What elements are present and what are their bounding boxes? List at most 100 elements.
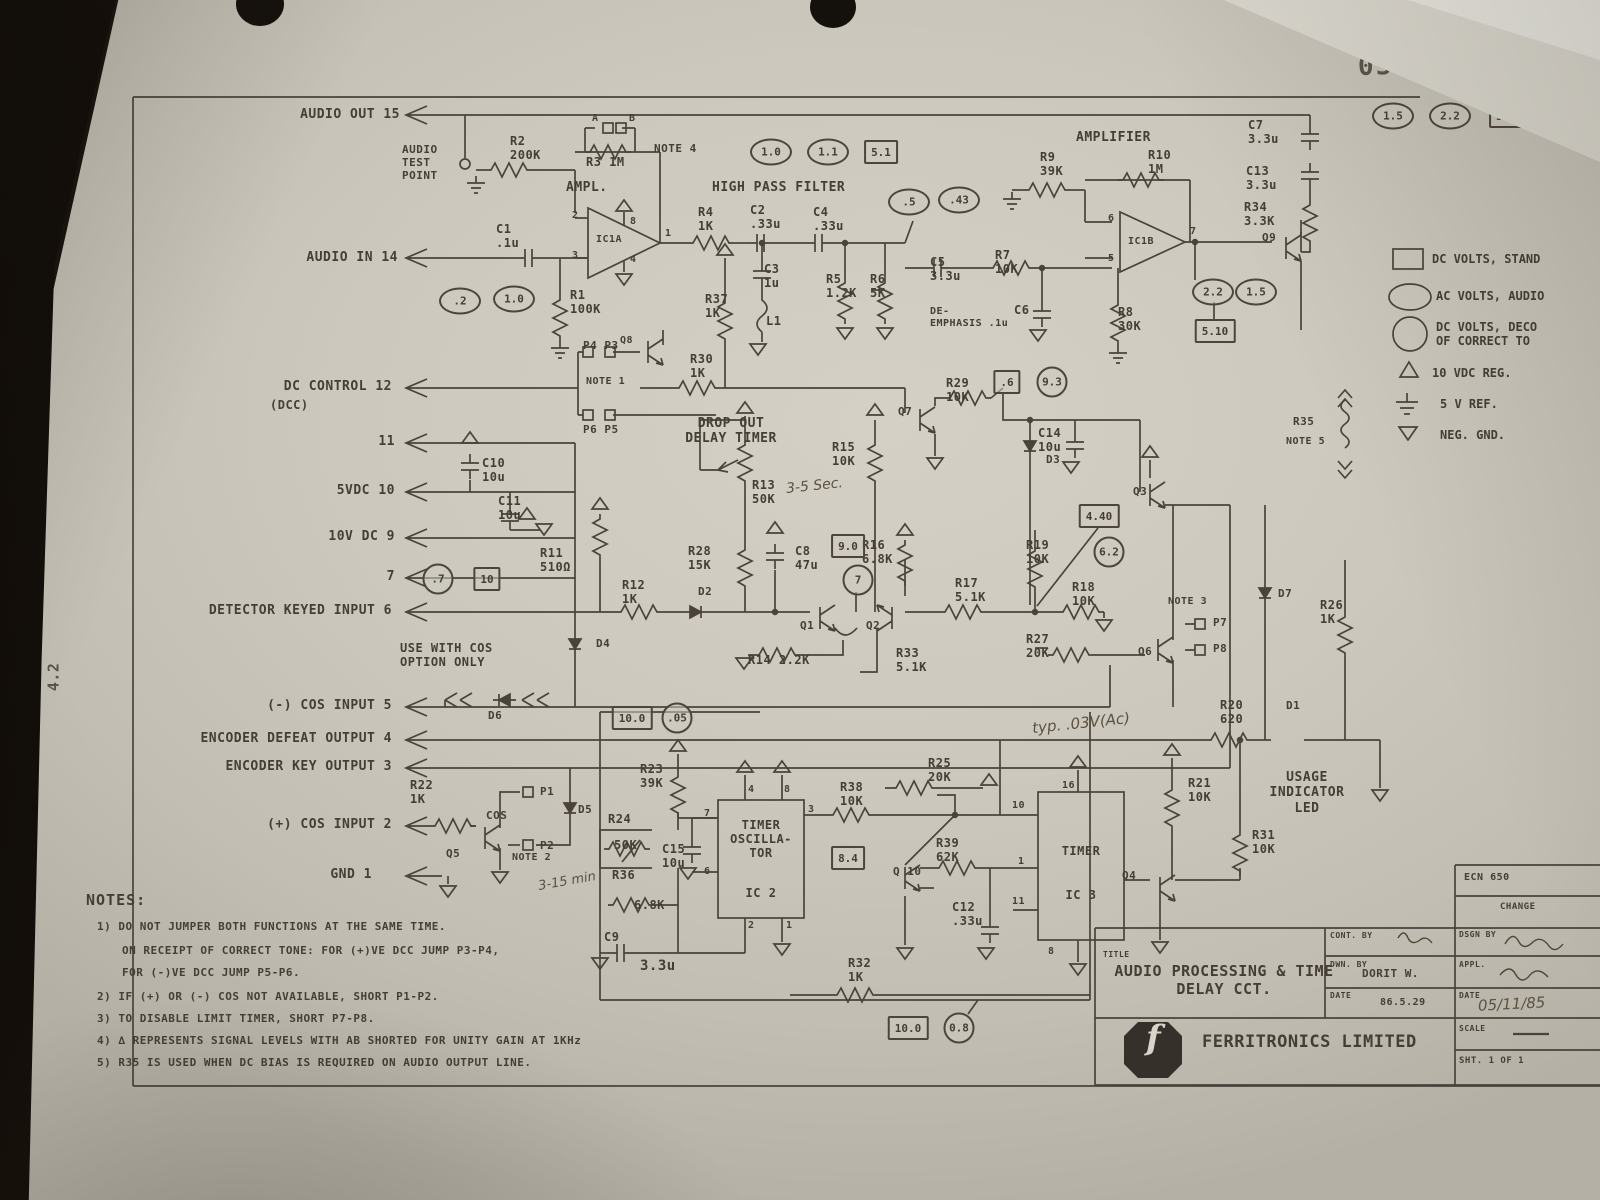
callout-tone-6p2: 6.2 xyxy=(1093,536,1125,568)
d7-label: D7 xyxy=(1278,587,1293,600)
c14-label: C14 10u xyxy=(1038,426,1062,455)
audio-test-point-label: AUDIO TEST POINT xyxy=(402,143,438,182)
r27-label: R27 20K xyxy=(1026,632,1050,661)
ic3-pin10: 10 xyxy=(1012,800,1026,811)
r32-label: R32 1K xyxy=(848,956,872,985)
note-5: 5) R35 IS USED WHEN DC BIAS IS REQUIRED … xyxy=(97,1056,532,1069)
r13-label: R13 50K xyxy=(752,478,776,507)
callout-dc-10: 10 xyxy=(473,567,501,591)
side-page-number: 4.2 xyxy=(44,662,63,692)
section-high-pass-filter: HIGH PASS FILTER xyxy=(712,180,846,195)
r35-label: R35 xyxy=(1293,415,1315,428)
legend-dc-volts-standby: DC VOLTS, STAND xyxy=(1432,252,1541,266)
c8-label: C8 47u xyxy=(795,544,819,573)
ic1b-label: IC1B xyxy=(1128,236,1155,247)
q7-label: Q7 xyxy=(898,405,913,418)
ecn-number: ECN 650 xyxy=(1464,872,1510,883)
callout-dc-8p4: 8.4 xyxy=(831,846,865,870)
callout-dc-0p6: .6 xyxy=(993,370,1021,394)
title-field-label: TITLE xyxy=(1103,950,1130,959)
callout-dc-5p10: 5.10 xyxy=(1194,319,1236,343)
ic1b-pin5: 5 xyxy=(1108,253,1115,264)
ic2-pin6: 6 xyxy=(704,866,711,877)
c4-label: C4 .33u xyxy=(813,205,844,234)
r11-label: R11 510Ω xyxy=(540,546,571,575)
callout-ac-1p0-top: 1.0 xyxy=(750,138,792,166)
d5-label: D5 xyxy=(578,803,593,816)
legend-5v-ref: 5 V REF. xyxy=(1440,397,1498,411)
r4-label: R4 1K xyxy=(698,205,714,234)
callout-dc-10p0-bottom: 10.0 xyxy=(887,1016,929,1040)
ic3-function-label: TIMER xyxy=(1061,844,1101,858)
l1-label: L1 xyxy=(766,314,782,328)
note-2: 2) IF (+) OR (-) COS NOT AVAILABLE, SHOR… xyxy=(97,990,439,1003)
ic1a-pin3: 3 xyxy=(572,250,579,261)
pin-10vdc-9: 10V DC 9 xyxy=(328,529,395,544)
r8-label: R8 30K xyxy=(1118,305,1142,334)
r23-label: R23 39K xyxy=(640,762,664,791)
d6-label: D6 xyxy=(488,709,503,722)
legend-10vdc-reg: 10 VDC REG. xyxy=(1432,366,1512,380)
pin-detector-keyed-6: DETECTOR KEYED INPUT 6 xyxy=(208,603,392,618)
note-4: 4) ∆ REPRESENTS SIGNAL LEVELS WITH AB SH… xyxy=(97,1034,582,1047)
note1-ref: NOTE 1 xyxy=(586,376,626,387)
r39-label: R39 62K xyxy=(936,836,960,865)
date-label-right: DATE xyxy=(1459,991,1481,1000)
ic1a-pin2: 2 xyxy=(572,210,579,221)
notes-heading: NOTES: xyxy=(86,891,147,909)
p2-label: P2 xyxy=(540,839,555,852)
r34-label: R34 3.3K xyxy=(1244,200,1275,229)
drawn-name: DORIT W. xyxy=(1362,967,1419,980)
r5-label: R5 1.2K xyxy=(826,272,857,301)
r3-label: R3 1M xyxy=(586,155,625,169)
note4-ref: NOTE 4 xyxy=(654,142,697,155)
q5-label: Q5 xyxy=(446,847,461,860)
jumper-b-label: B xyxy=(629,113,636,124)
c3-label: C3 1u xyxy=(764,262,780,291)
drawing-title: AUDIO PROCESSING & TIME DELAY CCT. xyxy=(1114,962,1334,998)
r15-label: R15 10K xyxy=(832,440,856,469)
c6-label: C6 xyxy=(1014,303,1030,317)
p6-p5-label: P6 P5 xyxy=(583,423,619,436)
r28-label: R28 15K xyxy=(688,544,712,573)
pin-7: 7 xyxy=(386,569,395,584)
r22-label: R22 1K xyxy=(410,778,434,807)
r24-label: R24 xyxy=(608,812,632,826)
callout-dc-5p1: 5.1 xyxy=(864,140,898,164)
r18-label: R18 10K xyxy=(1072,580,1096,609)
scale-label: SCALE xyxy=(1459,1024,1486,1033)
sheet-number: SHT. 1 OF 1 xyxy=(1459,1056,1525,1066)
pin-5vdc-10: 5VDC 10 xyxy=(336,483,395,498)
ic3-box xyxy=(1037,791,1125,941)
r26-label: R26 1K xyxy=(1320,598,1344,627)
c12-label: C12 .33u xyxy=(952,900,983,929)
jumper-a-label: A xyxy=(592,113,599,124)
date-label-left: DATE xyxy=(1330,991,1352,1000)
p1-label: P1 xyxy=(540,785,555,798)
ic2-function-label: TIMER OSCILLA- TOR xyxy=(730,818,792,861)
note2-ref: NOTE 2 xyxy=(512,852,552,863)
ic1a-pin4: 4 xyxy=(630,254,637,265)
legend-dc-volts-decode: DC VOLTS, DECO OF CORRECT TO xyxy=(1436,320,1538,348)
dwn-by-label: DWN. BY xyxy=(1330,960,1368,969)
r10-label: R10 1M xyxy=(1148,148,1172,177)
callout-ac-1p5-tr: 1.5 xyxy=(1372,102,1414,130)
ic1b-pin7: 7 xyxy=(1190,226,1197,237)
ic2-pin7: 7 xyxy=(704,808,711,819)
callout-dc-4p40: 4.40 xyxy=(1078,504,1120,528)
pin-encoder-key-3: ENCODER KEY OUTPUT 3 xyxy=(225,759,392,774)
ic3-pin8: 8 xyxy=(1048,946,1055,957)
r16-label: R16 6.8K xyxy=(862,538,893,567)
callout-ac-2p2-tr: 2.2 xyxy=(1429,102,1471,130)
legend-ac-volts-audio: AC VOLTS, AUDIO xyxy=(1436,289,1545,303)
ic1a-pin8: 8 xyxy=(630,216,637,227)
company-name: FERRITRONICS LIMITED xyxy=(1202,1032,1417,1052)
c2-label: C2 .33u xyxy=(750,203,781,232)
r37-label: R37 1K xyxy=(705,292,729,321)
q6-label: Q6 xyxy=(1138,645,1153,658)
ic3-pin16: 16 xyxy=(1062,780,1076,791)
q8-label: Q8 xyxy=(620,335,634,346)
callout-ac-0p43: .43 xyxy=(938,186,980,214)
company-logo-octagon xyxy=(1124,1022,1182,1078)
